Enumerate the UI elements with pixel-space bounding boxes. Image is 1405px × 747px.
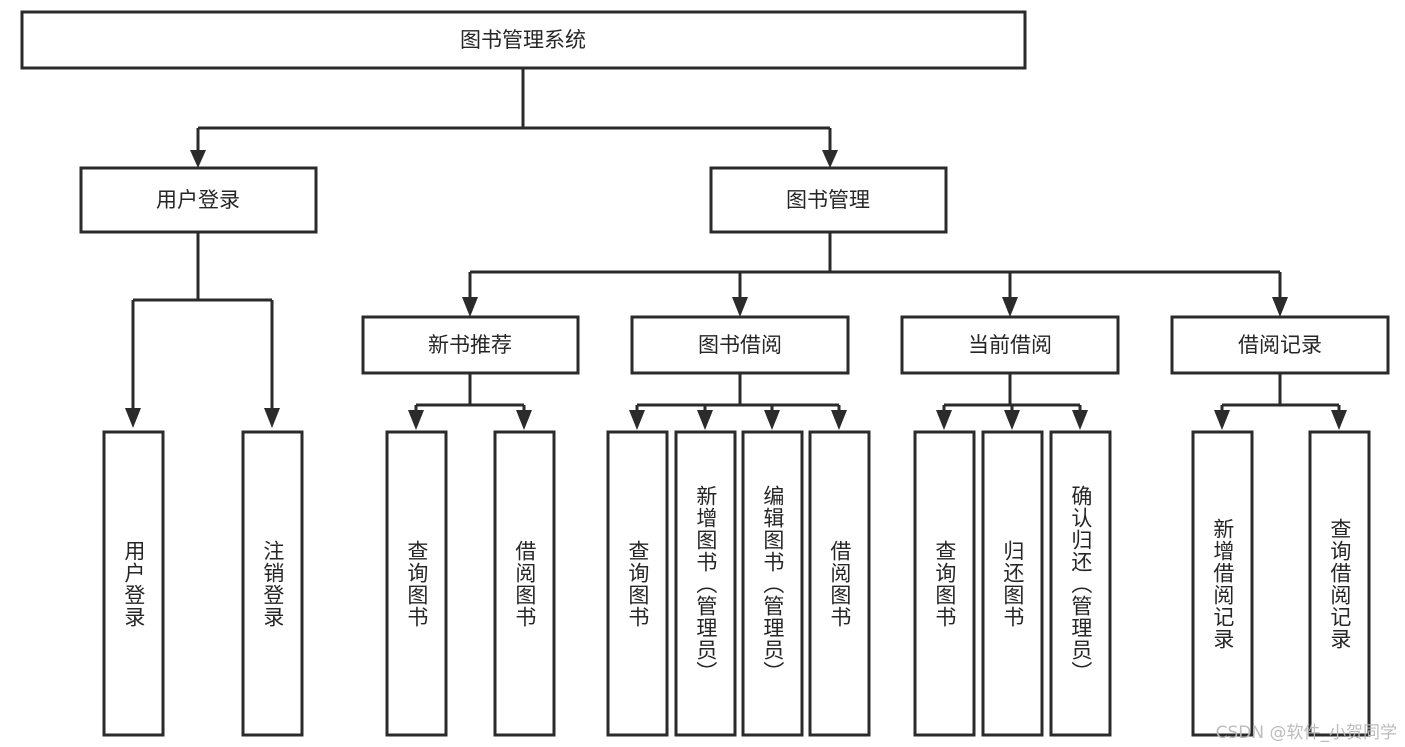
node-current-borrow-label: 当前借阅 xyxy=(968,333,1052,357)
leaf-box-query-book-3[interactable] xyxy=(913,430,976,737)
node-user-login[interactable]: 用户登录 xyxy=(79,166,318,234)
node-new-book-recommend[interactable]: 新书推荐 xyxy=(361,315,580,375)
connector-root-to-level2 xyxy=(190,68,838,168)
connector-bookborrow-to-leaves xyxy=(629,373,847,430)
node-user-login-label: 用户登录 xyxy=(156,188,240,212)
connector-userlogin-to-leaves xyxy=(125,232,280,428)
node-book-manage-label: 图书管理 xyxy=(786,188,870,212)
leaf-box-return-book[interactable] xyxy=(981,430,1044,737)
leaf-boxes xyxy=(102,430,1371,737)
node-book-manage[interactable]: 图书管理 xyxy=(709,166,948,234)
leaf-box-confirm-return[interactable] xyxy=(1049,430,1112,737)
leaf-box-user-login[interactable] xyxy=(102,430,165,737)
connector-borrowrecord-to-leaves xyxy=(1214,373,1347,430)
connector-currentborrow-to-leaves xyxy=(936,373,1088,430)
leaf-box-add-record[interactable] xyxy=(1191,430,1254,737)
leaf-box-borrow-book-1[interactable] xyxy=(493,430,556,737)
node-borrow-record[interactable]: 借阅记录 xyxy=(1170,315,1390,375)
node-root-label: 图书管理系统 xyxy=(460,28,586,52)
leaf-box-borrow-book-2[interactable] xyxy=(808,430,871,737)
leaf-box-query-record[interactable] xyxy=(1308,430,1371,737)
node-book-borrow[interactable]: 图书借阅 xyxy=(630,315,850,375)
node-root[interactable]: 图书管理系统 xyxy=(20,10,1027,70)
node-book-borrow-label: 图书借阅 xyxy=(698,333,782,357)
leaf-box-query-book-2[interactable] xyxy=(606,430,669,737)
csdn-watermark: CSDN @软件_小贺同学 xyxy=(1215,723,1397,743)
connector-newbook-to-leaves xyxy=(408,373,532,430)
node-borrow-record-label: 借阅记录 xyxy=(1238,333,1322,357)
leaf-box-user-logout[interactable] xyxy=(241,430,304,737)
leaf-box-query-book-1[interactable] xyxy=(385,430,448,737)
leaf-box-add-book[interactable] xyxy=(674,430,737,737)
node-new-book-recommend-label: 新书推荐 xyxy=(428,333,512,357)
leaf-box-edit-book[interactable] xyxy=(741,430,804,737)
node-current-borrow[interactable]: 当前借阅 xyxy=(900,315,1120,375)
connector-bookmanage-to-level3 xyxy=(462,232,1288,317)
